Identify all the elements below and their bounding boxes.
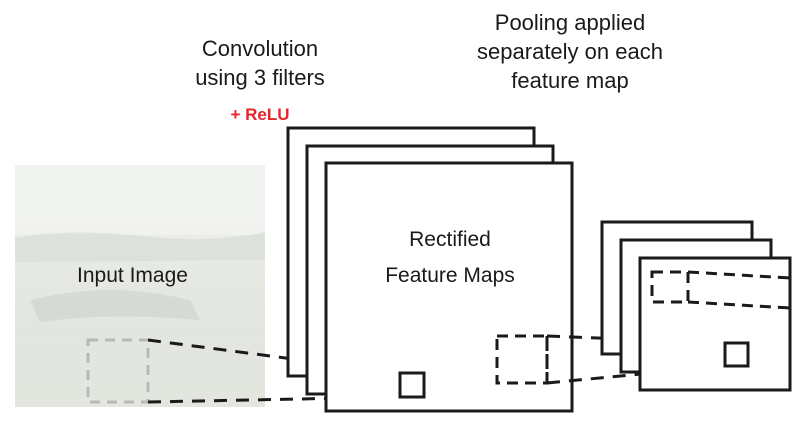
rectified-label-line2: Feature Maps bbox=[385, 264, 515, 287]
pooling-label-line1: Pooling applied bbox=[494, 10, 646, 35]
rectified-label-line1: Rectified bbox=[409, 228, 491, 251]
convolution-label-line2: using 3 filters bbox=[195, 65, 325, 91]
pooled-map-front bbox=[638, 256, 792, 392]
convolution-label: Convolution using 3 filters bbox=[150, 34, 370, 92]
pooling-label: Pooling applied separately on each featu… bbox=[440, 8, 700, 95]
pooling-label-line3: feature map bbox=[511, 68, 629, 94]
input-image bbox=[15, 165, 265, 407]
pooled-output-patch bbox=[723, 341, 750, 368]
pooling-label-line2: separately on each bbox=[477, 39, 663, 65]
conv-output-patch bbox=[398, 371, 426, 399]
rectified-feature-maps bbox=[286, 126, 574, 413]
feature-map-front bbox=[324, 161, 574, 413]
pooling-window bbox=[495, 334, 549, 385]
pool-projection-line-bottom bbox=[546, 364, 726, 385]
convolution-label-line1: Convolution bbox=[201, 36, 319, 61]
input-image-label: Input Image bbox=[77, 264, 188, 287]
relu-label: + ReLU bbox=[230, 105, 290, 124]
pooled-inner-region bbox=[650, 270, 791, 310]
